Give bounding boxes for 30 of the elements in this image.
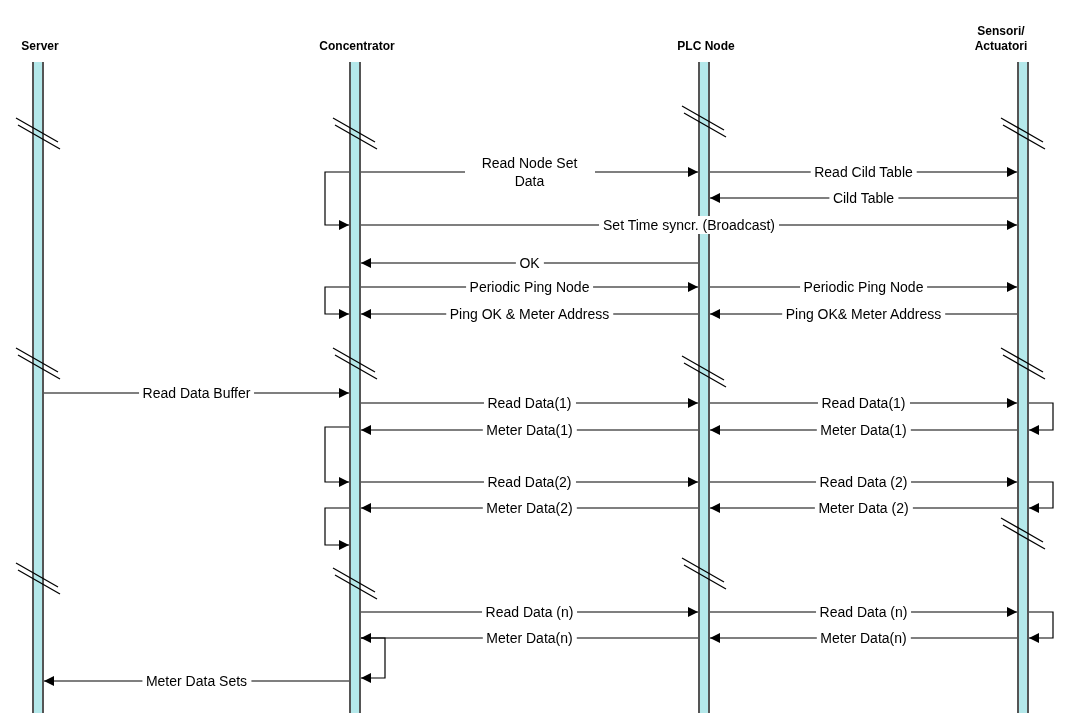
message-arrow: [1028, 481, 1054, 513]
message-arrow: [360, 637, 386, 683]
message-arrow: [1028, 611, 1054, 643]
edge-label: Read Data(2): [483, 473, 576, 491]
edge-label: Ping OK & Meter Address: [445, 305, 614, 323]
message-arrow: [324, 426, 350, 487]
edge-label: Meter Data(n): [482, 629, 577, 647]
edge-label: Meter Data(n): [816, 629, 911, 647]
message-arrow: [1028, 402, 1054, 435]
edge-label: Read Data(1): [483, 394, 576, 412]
lifeline-label: Server: [20, 39, 60, 54]
edge-label: Read Data (n): [815, 603, 912, 621]
edge-label: Read Data (2): [815, 473, 912, 491]
lifeline-label: PLC Node: [676, 39, 736, 54]
edge-label: Read Data(1): [817, 394, 910, 412]
edge-label: Periodic Ping Node: [799, 278, 928, 296]
edge-label: Periodic Ping Node: [465, 278, 594, 296]
lifeline-label: Sensori/ Actuatori: [973, 24, 1029, 54]
message-arrow: [324, 286, 350, 319]
lifeline-label: Concentrator: [318, 39, 396, 54]
message-arrow: [360, 258, 699, 268]
message-arrow: [324, 507, 350, 550]
message-arrow: [324, 171, 350, 230]
edge-label: Ping OK& Meter Address: [781, 305, 946, 323]
edge-label: Meter Data(1): [816, 421, 911, 439]
edge-label: Meter Data(1): [482, 421, 577, 439]
edge-label: Set Time syncr. (Broadcast): [599, 216, 779, 234]
edge-label: Meter Data(2): [482, 499, 577, 517]
edge-label: Meter Data (2): [814, 499, 913, 517]
edge-label: Read Data (n): [481, 603, 578, 621]
